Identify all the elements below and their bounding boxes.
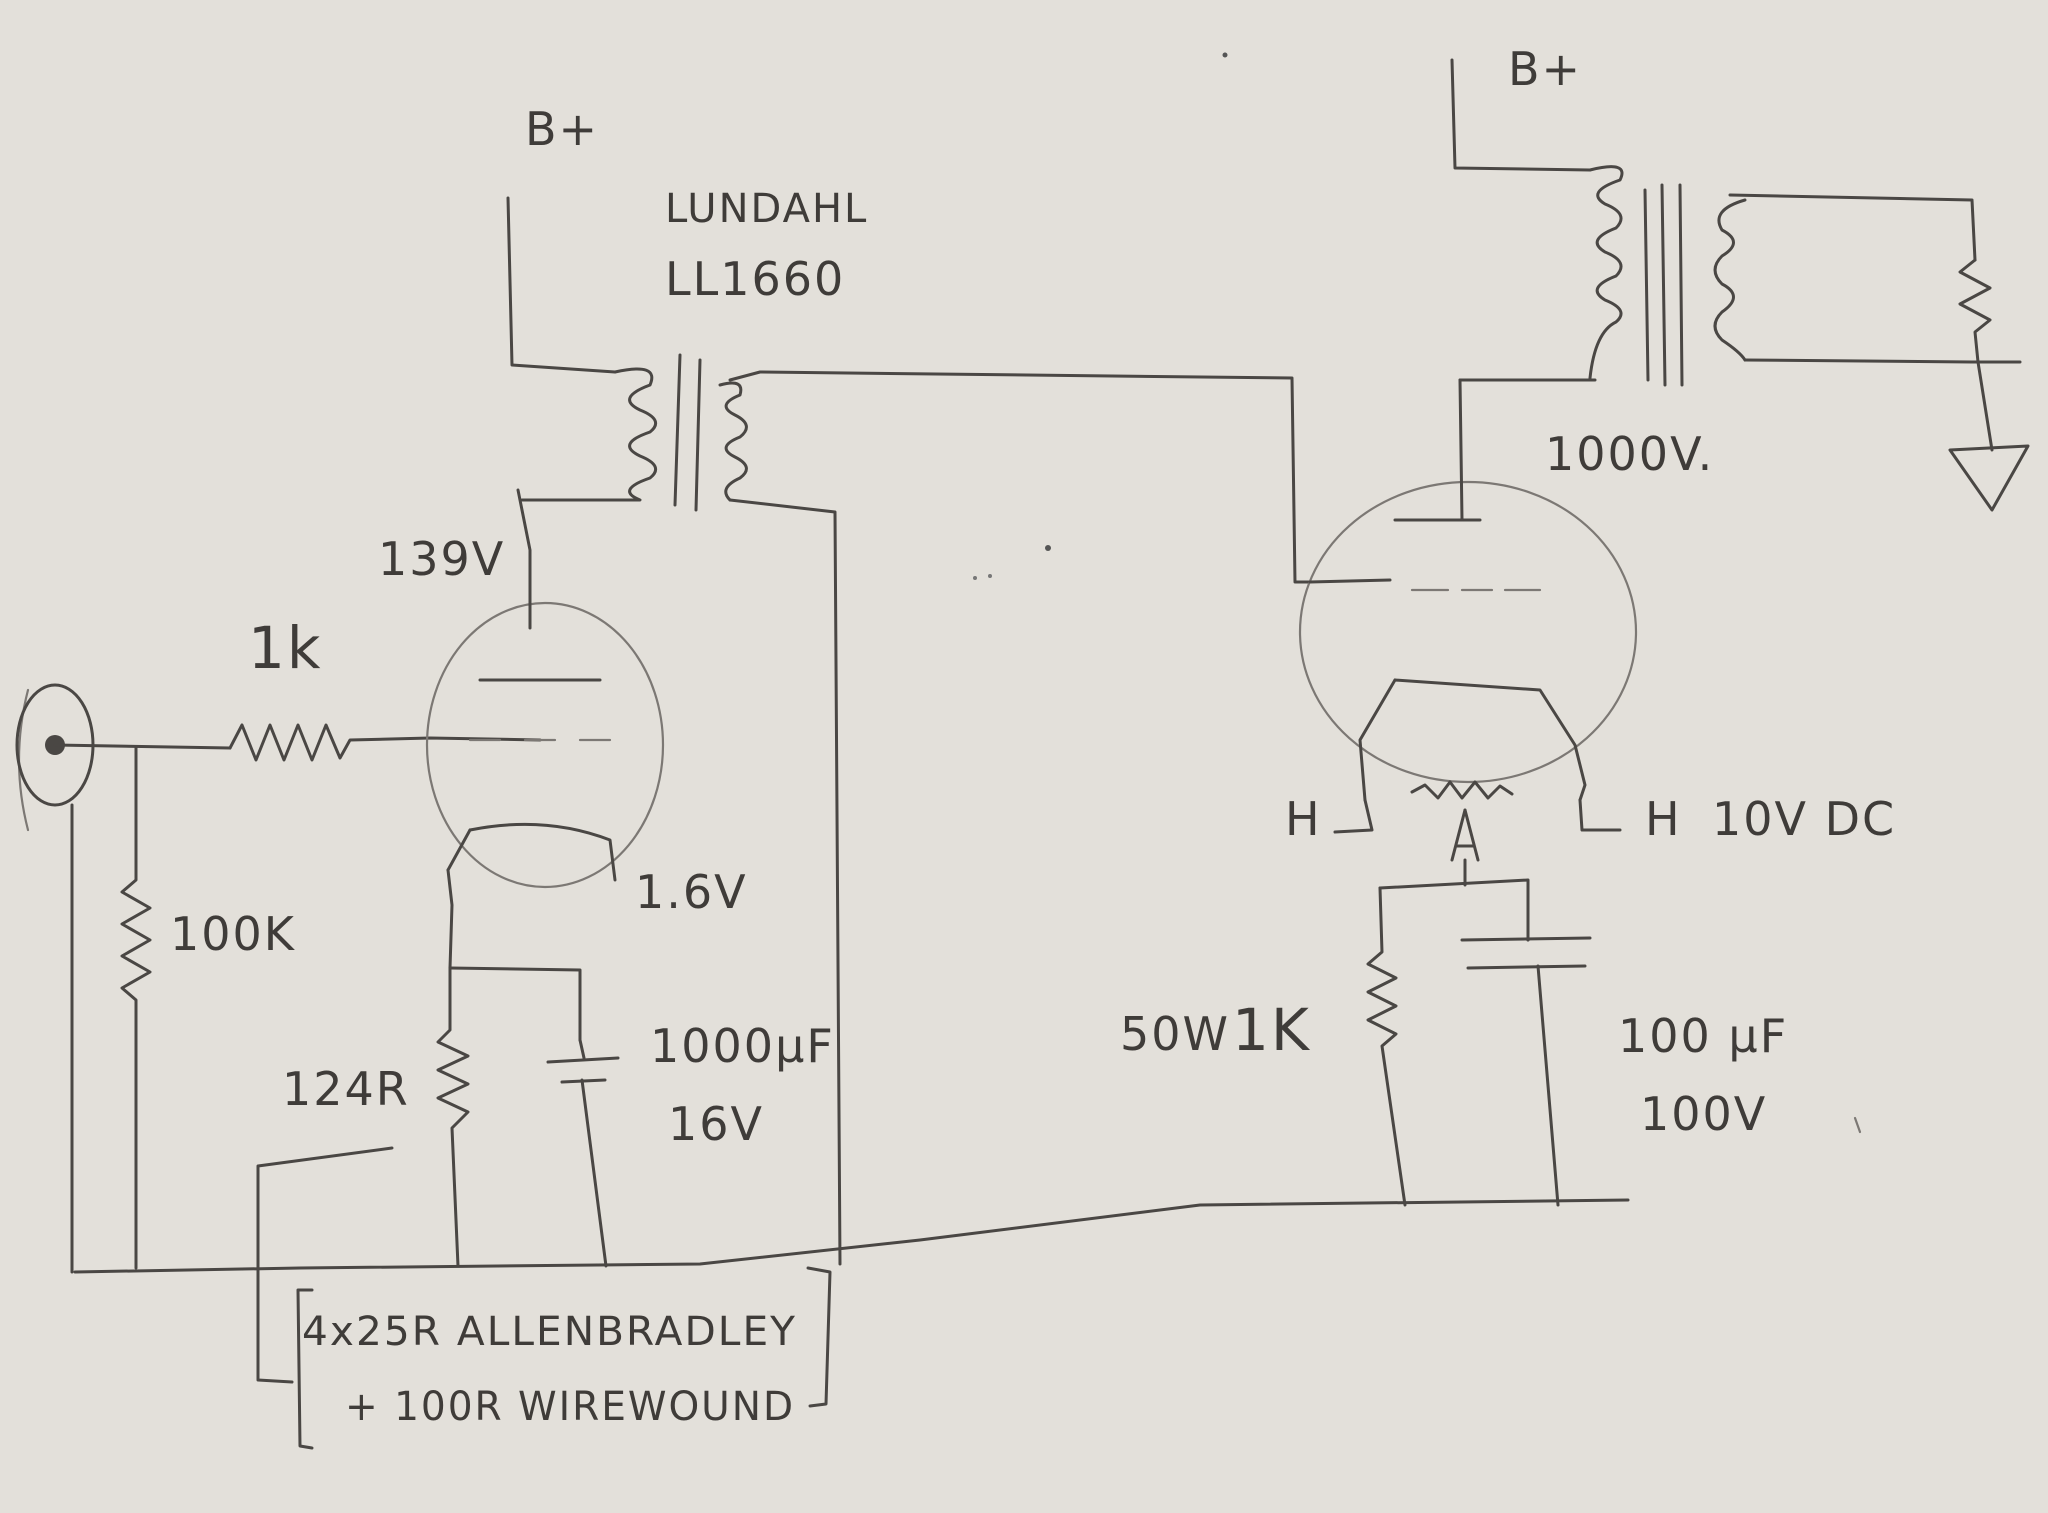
- driver-triode: [425, 488, 665, 970]
- grid-leak-label: 100K: [170, 907, 296, 961]
- resistor-note-line2: + 100R WIREWOUND: [345, 1384, 795, 1430]
- output-cap-value-label: 100 µF: [1618, 1009, 1788, 1063]
- output-cathode-resistor-value-label: 1K: [1232, 996, 1311, 1064]
- grid-stopper-resistor: [228, 723, 542, 762]
- grid-stopper-label: 1k: [248, 614, 323, 682]
- output-plate-voltage-label: 1000V.: [1545, 427, 1714, 481]
- bplus-right-label: B+: [1508, 42, 1582, 96]
- driver-plate-voltage-label: 139V: [378, 532, 505, 586]
- grid-leak-resistor: [120, 746, 152, 1270]
- bplus-left-label: B+: [525, 102, 599, 156]
- input-jack: [15, 683, 232, 1274]
- cathode-resistor-label: 124R: [282, 1062, 410, 1116]
- labels: B+ B+ LUNDAHL LL1660 139V 1k 100K 1.6V 1…: [170, 42, 1896, 1430]
- driver-cathode-voltage-label: 1.6V: [635, 865, 748, 919]
- heater-left-label: H: [1285, 792, 1322, 846]
- resistor-note-line1: 4x25R ALLENBRADLEY: [302, 1309, 797, 1355]
- output-cap-voltage-label: 100V: [1640, 1087, 1767, 1141]
- heater-supply-label: 10V DC: [1712, 792, 1896, 846]
- cathode-cap-voltage-label: 16V: [668, 1097, 764, 1151]
- heater-right-label: H: [1645, 792, 1682, 846]
- output-transformer: [1450, 58, 2030, 522]
- output-cathode-resistor-watt-label: 50W: [1120, 1007, 1230, 1061]
- output-cathode-network: [1366, 858, 1592, 1207]
- pencil-marks: [973, 52, 1862, 1134]
- ground-bus: [73, 1198, 1630, 1274]
- output-triode: [1298, 480, 1638, 862]
- transformer-model-label: LL1660: [665, 252, 845, 306]
- driver-cathode-network: [436, 966, 620, 1268]
- cathode-cap-value-label: 1000µF: [650, 1019, 835, 1073]
- interstage-transformer: [506, 196, 1312, 1266]
- resistor-note-bracket: [256, 1146, 832, 1450]
- transformer-brand-label: LUNDAHL: [665, 186, 868, 232]
